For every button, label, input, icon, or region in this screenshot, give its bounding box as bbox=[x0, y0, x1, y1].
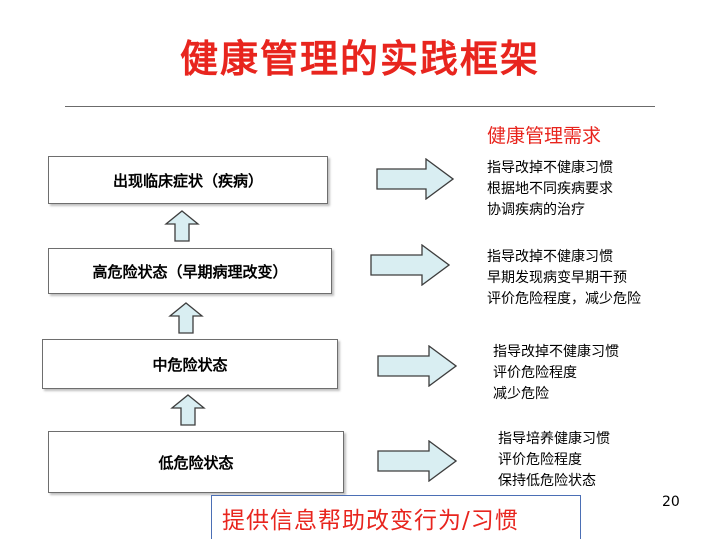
needs-heading: 健康管理需求 bbox=[487, 125, 602, 147]
up-arrow-icon bbox=[170, 394, 206, 426]
bottom-banner-text: 提供信息帮助改变行为/习惯 bbox=[222, 507, 519, 534]
bottom-banner: 提供信息帮助改变行为/习惯 bbox=[211, 495, 581, 539]
needs-item: 减少危险 bbox=[493, 386, 549, 402]
right-arrow-icon bbox=[377, 440, 457, 482]
stage-box-medium-risk: 中危险状态 bbox=[42, 339, 338, 389]
needs-item: 指导改掉不健康习惯 bbox=[487, 249, 613, 265]
stage-label: 中危险状态 bbox=[152, 355, 228, 374]
needs-item: 早期发现病变早期干预 bbox=[487, 270, 627, 286]
stage-label: 高危险状态（早期病理改变） bbox=[92, 262, 288, 281]
stage-label: 出现临床症状（疾病） bbox=[112, 171, 263, 190]
needs-item: 指导改掉不健康习惯 bbox=[487, 160, 613, 176]
stage-box-low-risk: 低危险状态 bbox=[48, 431, 344, 493]
right-arrow-icon bbox=[370, 244, 450, 286]
needs-item: 指导培养健康习惯 bbox=[498, 431, 610, 447]
needs-item: 根据地不同疾病要求 bbox=[487, 181, 613, 197]
up-arrow-icon bbox=[164, 210, 200, 242]
right-arrow-icon bbox=[377, 345, 457, 387]
page-title: 健康管理的实践框架 bbox=[179, 36, 540, 81]
needs-list-medium-risk: 指导改掉不健康习惯 评价危险程度 减少危险 bbox=[493, 342, 619, 405]
needs-item: 评价危险程度 bbox=[498, 452, 582, 468]
stage-box-disease: 出现临床症状（疾病） bbox=[48, 156, 328, 204]
needs-list-disease: 指导改掉不健康习惯 根据地不同疾病要求 协调疾病的治疗 bbox=[487, 158, 613, 221]
right-arrow-icon bbox=[376, 158, 454, 200]
needs-item: 评价危险程度 bbox=[493, 365, 577, 381]
needs-item: 评价危险程度，减少危险 bbox=[487, 291, 641, 307]
needs-item: 指导改掉不健康习惯 bbox=[493, 344, 619, 360]
page-number: 20 bbox=[662, 494, 680, 510]
stage-box-high-risk: 高危险状态（早期病理改变） bbox=[48, 248, 332, 294]
needs-item: 协调疾病的治疗 bbox=[487, 202, 585, 218]
needs-list-low-risk: 指导培养健康习惯 评价危险程度 保持低危险状态 bbox=[498, 429, 610, 492]
divider-line bbox=[65, 106, 655, 107]
needs-list-high-risk: 指导改掉不健康习惯 早期发现病变早期干预 评价危险程度，减少危险 bbox=[487, 247, 641, 310]
stage-label: 低危险状态 bbox=[158, 453, 234, 472]
up-arrow-icon bbox=[168, 302, 204, 334]
needs-item: 保持低危险状态 bbox=[498, 473, 596, 489]
